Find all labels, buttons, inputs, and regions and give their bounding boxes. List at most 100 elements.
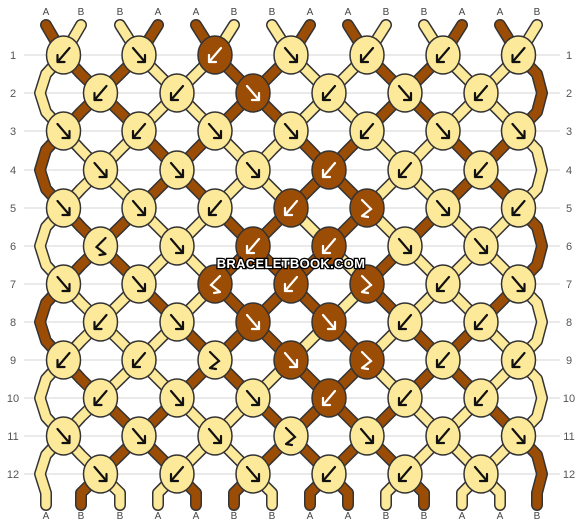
knot[interactable] — [463, 73, 499, 113]
knot[interactable] — [197, 340, 233, 380]
knot[interactable] — [273, 264, 309, 304]
knot[interactable] — [387, 150, 423, 190]
knot[interactable] — [463, 302, 499, 342]
knot[interactable] — [500, 188, 537, 228]
knot[interactable] — [349, 340, 385, 380]
knot[interactable] — [121, 416, 157, 456]
knot[interactable] — [273, 188, 309, 228]
knot[interactable] — [463, 378, 499, 418]
knot-arrow-icon — [56, 46, 71, 64]
knot[interactable] — [235, 302, 271, 342]
knot[interactable] — [349, 111, 385, 151]
knot-arrow-icon — [169, 465, 185, 483]
knot[interactable] — [463, 226, 499, 266]
knot[interactable] — [121, 264, 157, 304]
string-label-bottom: A — [497, 511, 504, 522]
knot[interactable] — [235, 150, 271, 190]
knot[interactable] — [425, 35, 461, 75]
knot[interactable] — [82, 378, 119, 418]
knot[interactable] — [197, 35, 233, 75]
knot[interactable] — [425, 416, 461, 456]
knot[interactable] — [121, 340, 157, 380]
knot-arrow-icon — [473, 465, 489, 483]
knot[interactable] — [159, 378, 195, 418]
knot[interactable] — [425, 340, 461, 380]
knot[interactable] — [425, 111, 461, 151]
knot-arrow-icon — [131, 199, 147, 217]
knot[interactable] — [45, 340, 82, 380]
knot[interactable] — [500, 35, 537, 75]
knot[interactable] — [500, 111, 537, 151]
knot-arrow-icon — [169, 313, 185, 331]
knot[interactable] — [387, 302, 423, 342]
knot[interactable] — [311, 150, 347, 190]
knot[interactable] — [463, 454, 499, 494]
knot[interactable] — [387, 73, 423, 113]
knot[interactable] — [45, 111, 82, 151]
knot[interactable] — [121, 188, 157, 228]
knot-arrow-icon — [284, 426, 297, 447]
knot[interactable] — [159, 302, 195, 342]
knot[interactable] — [311, 378, 347, 418]
knot-arrow-icon — [169, 161, 185, 179]
knot[interactable] — [235, 73, 271, 113]
knot[interactable] — [82, 73, 119, 113]
knot-arrow-icon — [207, 122, 223, 140]
knot[interactable] — [349, 188, 385, 228]
knot[interactable] — [45, 188, 82, 228]
knot[interactable] — [311, 454, 347, 494]
knot[interactable] — [311, 73, 347, 113]
knot[interactable] — [235, 226, 271, 266]
knot[interactable] — [159, 454, 195, 494]
knot-arrow-icon — [93, 84, 108, 102]
knot[interactable] — [425, 188, 461, 228]
knot[interactable] — [349, 264, 385, 304]
knot[interactable] — [500, 340, 537, 380]
knot[interactable] — [349, 35, 385, 75]
knot[interactable] — [159, 150, 195, 190]
knot[interactable] — [500, 264, 537, 304]
knot[interactable] — [500, 416, 537, 456]
knot[interactable] — [273, 416, 309, 456]
knot[interactable] — [311, 226, 347, 266]
knot-arrow-icon — [56, 275, 71, 293]
knot[interactable] — [273, 111, 309, 151]
knot-arrow-icon — [245, 313, 261, 331]
row-number-left: 2 — [10, 88, 16, 100]
row-number-left: 5 — [10, 203, 16, 215]
knot[interactable] — [387, 226, 423, 266]
knot[interactable] — [425, 264, 461, 304]
knot-arrow-icon — [93, 389, 108, 407]
knot[interactable] — [45, 35, 82, 75]
knot[interactable] — [197, 264, 233, 304]
knot[interactable] — [235, 454, 271, 494]
knot[interactable] — [121, 111, 157, 151]
knot[interactable] — [197, 111, 233, 151]
knot[interactable] — [387, 378, 423, 418]
knot[interactable] — [121, 35, 157, 75]
knot[interactable] — [159, 73, 195, 113]
knot[interactable] — [235, 378, 271, 418]
knot[interactable] — [197, 416, 233, 456]
knot[interactable] — [349, 416, 385, 456]
string-label-bottom: A — [155, 511, 162, 522]
knot[interactable] — [197, 188, 233, 228]
knot[interactable] — [45, 416, 82, 456]
knot[interactable] — [82, 226, 119, 266]
knot[interactable] — [82, 302, 119, 342]
knot-arrow-icon — [56, 351, 71, 369]
knot[interactable] — [463, 150, 499, 190]
knot[interactable] — [273, 340, 309, 380]
knot[interactable] — [159, 226, 195, 266]
knot[interactable] — [273, 35, 309, 75]
knot[interactable] — [82, 454, 119, 494]
row-number-right: 4 — [566, 165, 572, 177]
knot[interactable] — [387, 454, 423, 494]
row-number-left: 1 — [10, 50, 16, 62]
knot[interactable] — [311, 302, 347, 342]
knot[interactable] — [45, 264, 82, 304]
knot[interactable] — [82, 150, 119, 190]
knot-arrow-icon — [131, 351, 147, 369]
string-label-bottom: B — [231, 511, 238, 522]
